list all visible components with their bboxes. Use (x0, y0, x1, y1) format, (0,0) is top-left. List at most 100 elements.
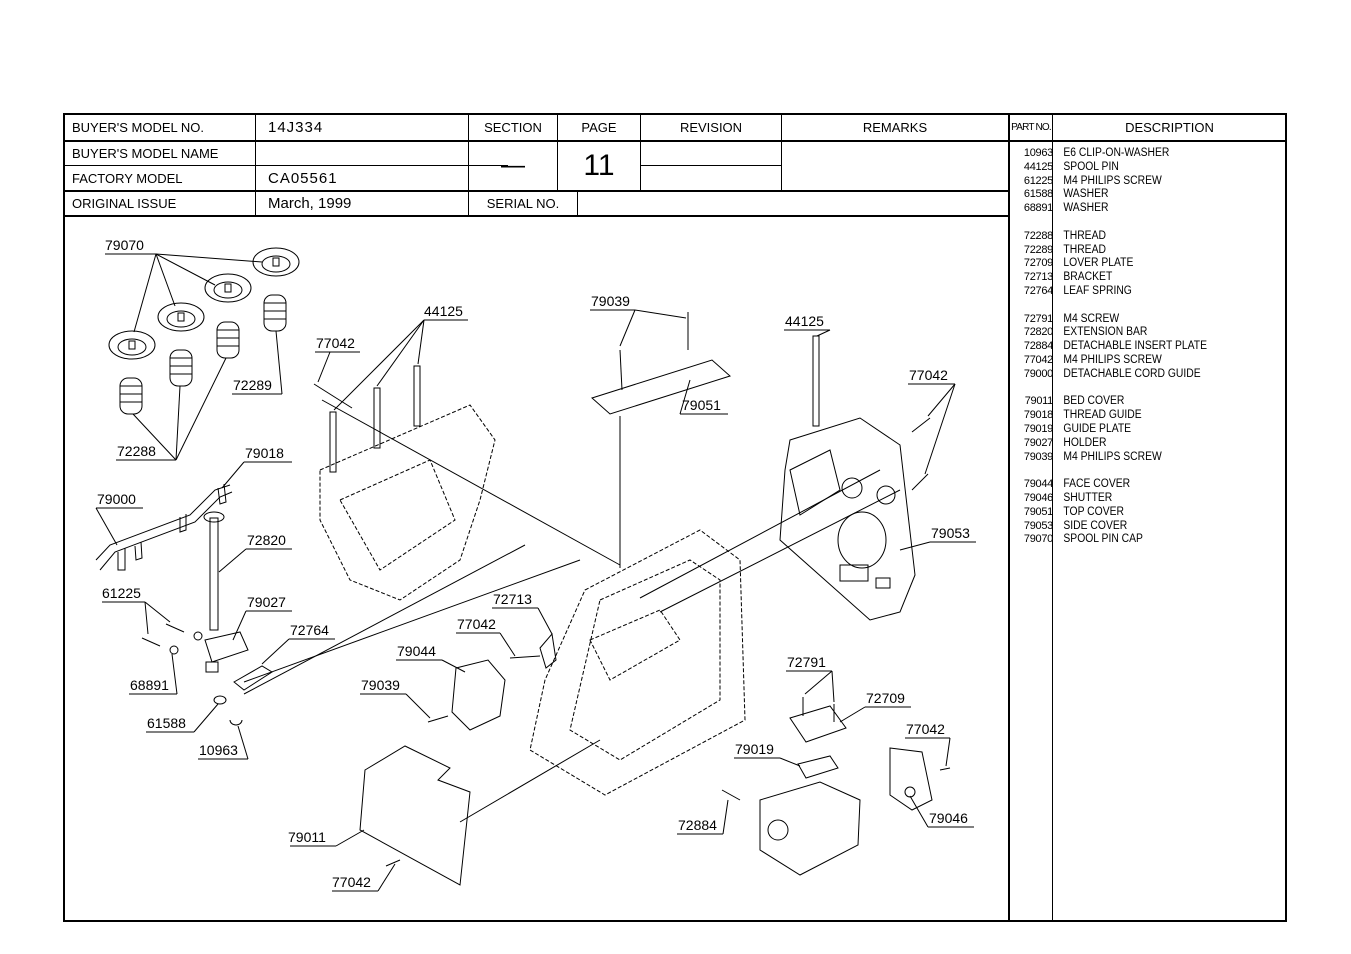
original-issue: March, 1999 (268, 194, 352, 212)
parts-group: 10963 E6 CLIP-ON-WASHER 44125 SPOOL PIN 61… (1010, 147, 1286, 216)
part-number: 61225 (1023, 174, 1053, 187)
part-description: SIDE COVER (1063, 519, 1128, 532)
part-description: GUIDE PLATE (1063, 422, 1132, 435)
serial-no-label: SERIAL NO. (486, 195, 560, 211)
callout-79051: 79051 (682, 397, 721, 413)
part-number: 79044 (1023, 478, 1053, 491)
callout-72289: 72289 (233, 377, 272, 393)
part-description: THREAD (1063, 243, 1106, 256)
part-description: THREAD (1063, 229, 1106, 242)
grid-line (1008, 113, 1010, 922)
callout-79000: 79000 (97, 491, 136, 507)
remarks-label: REMARKS (862, 120, 928, 135)
callout-77042: 77042 (457, 616, 496, 632)
part-description: EXTENSION BAR (1063, 326, 1148, 339)
factory-model: CA05561 (268, 169, 338, 187)
callout-61588: 61588 (147, 715, 186, 731)
callout-77042: 77042 (906, 721, 945, 737)
part-description: HOLDER (1063, 436, 1107, 449)
part-description: WASHER (1063, 202, 1109, 215)
callout-44125: 44125 (424, 303, 463, 319)
part-description: M4 SCREW (1063, 312, 1120, 325)
part-number: 79018 (1023, 409, 1053, 422)
list-item: 77042 M4 PHILIPS SCREW (1010, 354, 1286, 368)
callout-44125: 44125 (785, 313, 824, 329)
part-description: SPOOL PIN (1063, 160, 1119, 173)
part-number: 61588 (1023, 188, 1053, 201)
callout-77042: 77042 (332, 874, 371, 890)
machine-body-drawing (319, 404, 746, 796)
description-label: DESCRIPTION (1125, 120, 1214, 135)
part-number: 79070 (1023, 533, 1053, 546)
part-number: 72713 (1023, 271, 1053, 284)
part-number: 44125 (1023, 160, 1053, 173)
callout-79070: 79070 (105, 237, 144, 253)
callout-79011: 79011 (288, 829, 326, 845)
grid-line (63, 140, 1287, 142)
part-number: 79027 (1023, 436, 1053, 449)
callout-79039: 79039 (591, 293, 630, 309)
grid-line (255, 113, 256, 216)
part-description: E6 CLIP-ON-WASHER (1063, 147, 1170, 159)
part-description: M4 PHILIPS SCREW (1063, 353, 1162, 366)
part-description: LEAF SPRING (1063, 284, 1132, 297)
thread-spring-drawing (119, 294, 287, 415)
callout-72288: 72288 (117, 443, 156, 459)
list-item: 72820 EXTENSION BAR (1010, 326, 1286, 340)
callout-79018: 79018 (245, 445, 284, 461)
part-description: LOVER PLATE (1063, 257, 1134, 270)
list-item: 79019 GUIDE PLATE (1010, 423, 1286, 437)
part-number: 79039 (1023, 450, 1053, 463)
part-number: 72884 (1023, 340, 1053, 353)
part-number: 79053 (1023, 519, 1053, 532)
callout-labels: 79070 72289 72288 79018 79000 72820 6122… (97, 237, 970, 890)
list-item: 72791 M4 SCREW (1010, 313, 1286, 327)
callout-68891: 68891 (130, 677, 169, 693)
part-number: 10963 (1023, 147, 1053, 159)
part-number: 72709 (1023, 257, 1053, 270)
callout-72764: 72764 (290, 622, 329, 638)
callout-79046: 79046 (929, 810, 968, 826)
part-description: TOP COVER (1063, 505, 1124, 518)
part-description: M4 PHILIPS SCREW (1063, 450, 1162, 463)
part-number: 72820 (1023, 326, 1053, 339)
callout-79053: 79053 (931, 525, 970, 541)
callout-61225: 61225 (102, 585, 141, 601)
callout-79019: 79019 (735, 741, 774, 757)
callout-72713: 72713 (493, 591, 532, 607)
part-description: DETACHABLE CORD GUIDE (1063, 367, 1201, 380)
part-number: 79019 (1023, 422, 1053, 435)
part-description: SPOOL PIN CAP (1063, 533, 1143, 546)
buyers-model-name-label: BUYER'S MODEL NAME (72, 145, 219, 161)
grid-line (63, 165, 508, 166)
page-number: 11 (583, 149, 615, 182)
part-number: 79046 (1023, 491, 1053, 504)
parts-sheet (63, 113, 1287, 922)
callout-72791: 72791 (787, 654, 826, 670)
list-item: 79070 SPOOL PIN CAP (1010, 533, 1286, 547)
list-item: 79027 HOLDER (1010, 437, 1286, 451)
list-item: 44125 SPOOL PIN (1010, 161, 1286, 175)
section-label: SECTION (484, 120, 542, 135)
list-item: 72709 LOVER PLATE (1010, 257, 1286, 271)
grid-line (1052, 113, 1053, 922)
list-item: 10963 E6 CLIP-ON-WASHER (1010, 147, 1286, 161)
part-number: 72289 (1023, 243, 1053, 256)
callout-79044: 79044 (397, 643, 436, 659)
list-item: 72289 THREAD (1010, 244, 1286, 258)
callout-77042: 77042 (316, 335, 355, 351)
grid-line (63, 190, 1010, 192)
buyers-model-no-label: BUYER'S MODEL NO. (72, 120, 205, 135)
part-number: 77042 (1023, 353, 1053, 366)
part-number: 72791 (1023, 312, 1053, 325)
grid-line (557, 113, 558, 191)
